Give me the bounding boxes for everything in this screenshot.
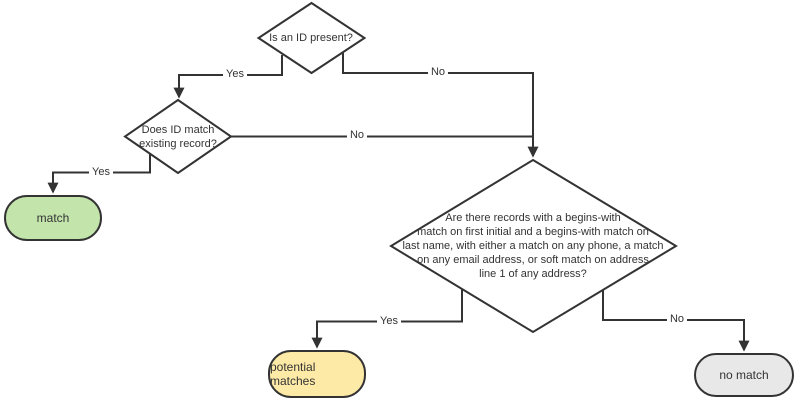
terminal-match-label: match xyxy=(36,211,70,225)
decision-is-id-present xyxy=(256,1,367,75)
decision-does-id-match xyxy=(123,98,233,175)
edge-label-records-yes: Yes xyxy=(377,315,401,327)
decision-label-is-id-present: Is an ID present? xyxy=(241,31,381,45)
decision-text-line: match on first initial and a begins-with… xyxy=(417,226,649,238)
edge-label-id-match-yes: Yes xyxy=(89,166,113,178)
decision-label-does-id-match: Does ID match existing record? xyxy=(118,123,238,151)
decision-text-line: Does ID match xyxy=(141,124,215,136)
edge-label-records-no: No xyxy=(666,313,688,325)
terminal-no-match: no match xyxy=(694,353,794,397)
decision-records-question xyxy=(389,158,678,334)
decision-text-line: line 1 of any address? xyxy=(479,268,587,280)
terminal-potential-matches-label: potential matches xyxy=(270,360,316,388)
decision-label-records-question: Are there records with a begins-with mat… xyxy=(378,211,688,281)
decision-text-line: existing record? xyxy=(139,138,217,150)
terminal-potential-matches: potential matches xyxy=(268,350,366,398)
terminal-match: match xyxy=(4,195,102,241)
decision-text-line: Are there records with a begins-with xyxy=(445,212,621,224)
edge-label-id-present-no: No xyxy=(427,66,449,78)
decision-text-line: last name, with either a match on any ph… xyxy=(402,240,664,252)
decision-text-line: on any email address, or soft match on a… xyxy=(417,254,649,266)
terminal-no-match-label: no match xyxy=(719,368,769,382)
edge-label-id-present-yes: Yes xyxy=(223,68,247,80)
edge-label-id-match-no: No xyxy=(346,129,368,141)
decision-text-line: Is an ID present? xyxy=(269,32,353,44)
